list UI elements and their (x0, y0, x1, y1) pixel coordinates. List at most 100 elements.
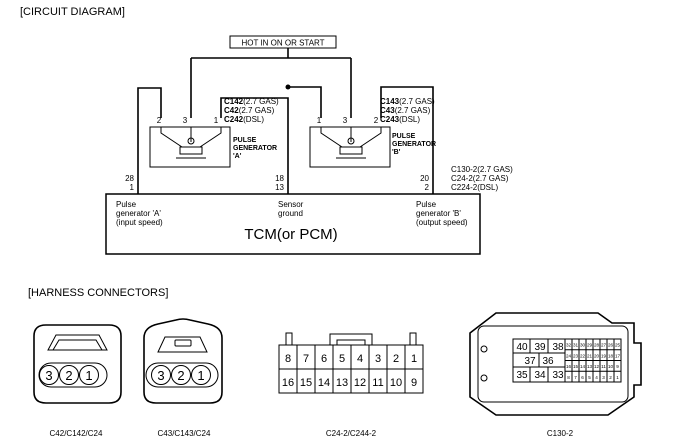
connector-c42-latch-inner (52, 339, 103, 351)
connector-c42-pin: 1 (85, 368, 92, 383)
connector-c43-pin: 3 (157, 368, 164, 383)
pulse-generator-a-pin: 1 (214, 116, 219, 125)
connector-c24-2-pin: 6 (321, 353, 327, 365)
pulse-generator-b-lead-2 (359, 127, 382, 148)
connector-c24-2-pin: 15 (300, 377, 312, 389)
connector-c43-key (174, 339, 192, 347)
connector-c130-2-small-pin: 9 (616, 364, 619, 369)
signal-wire-gen-b (380, 86, 434, 194)
connector-c24-2-pin: 2 (393, 353, 399, 365)
pulse-generator-b: 1 3 2 PULSE GENERATOR 'B' C143(2.7 GAS) … (309, 97, 436, 168)
pulse-generator-a-coil-icon (179, 146, 203, 155)
tcm-pin-a: 28 (125, 174, 134, 183)
connector-c24-2-pin: 8 (285, 353, 291, 365)
tcm-pin-b: 20 (420, 174, 429, 183)
connector-c130-2-pin: 35 (516, 370, 528, 381)
connector-c130-2-pin: 36 (542, 356, 554, 367)
tcm-pin-a: 1 (130, 183, 135, 192)
ground-wire-gen-b (288, 86, 322, 118)
pulse-generator-a-lead-2 (160, 127, 183, 148)
connector-c130-2-small-pin: 24 (566, 353, 572, 358)
connector-c130-2-small-pin: 20 (594, 353, 600, 358)
connector-c130-2-pin: 40 (516, 342, 528, 353)
connector-c130-2-small-pin: 29 (587, 343, 593, 348)
tcm-pin-ground: 13 (275, 183, 284, 192)
pulse-generator-a-sensor-icon (187, 137, 195, 145)
connector-c130-2-boss (480, 345, 488, 353)
pulse-generator-a-label: 'A' (233, 153, 242, 160)
tcm-connector-note: C224-2(DSL) (451, 183, 498, 192)
tcm-label-b: generator 'B' (416, 209, 461, 218)
tcm-title: TCM(or PCM) (244, 226, 337, 243)
connector-c24-2-tab (285, 332, 293, 346)
connector-c42-pin: 3 (45, 368, 52, 383)
connector-c130-2-pin: 33 (552, 370, 564, 381)
connector-c42-caption: C42/C142/C24 (50, 429, 103, 438)
connector-c130-2-small-pin: 3 (602, 375, 605, 380)
connector-c43: 3 2 1 C43/C143/C24 (143, 318, 223, 438)
pulse-generator-a-connector: C242(DSL) (224, 115, 264, 124)
connector-c130-2-pin: 37 (524, 356, 536, 367)
connector-c24-2-latch (329, 333, 373, 345)
connector-c43-caption: C43/C143/C24 (158, 429, 211, 438)
connector-c42-latch (47, 334, 108, 351)
connector-c130-2-small-pin: 11 (601, 364, 606, 369)
connector-c130-2-small-pin: 5 (588, 375, 591, 380)
connector-c130-2-small-pin: 17 (615, 353, 621, 358)
connector-c43-pin: 2 (177, 368, 184, 383)
connector-c24-2-pin: 9 (411, 377, 417, 389)
pulse-generator-a-connector: C42(2.7 GAS) (224, 106, 275, 115)
connector-c130-2-small-pin: 15 (573, 364, 579, 369)
tcm-label-b: (output speed) (416, 218, 468, 227)
connector-c130-2-small-pin: 31 (573, 343, 579, 348)
pulse-generator-a-label: GENERATOR (233, 145, 277, 152)
pulse-generator-b-coil-icon (339, 146, 363, 155)
connector-c24-2-caption: C24-2/C244-2 (326, 429, 377, 438)
connector-c24-2-pin: 5 (339, 353, 345, 365)
tcm-connector-note: C130-2(2.7 GAS) (451, 165, 513, 174)
connector-c43-pin: 1 (197, 368, 204, 383)
connector-c130-2-pin: 38 (552, 342, 564, 353)
pulse-generator-b-pin: 2 (374, 116, 379, 125)
connector-c130-2-small-pin: 28 (594, 343, 600, 348)
connector-c130-2-small-pin: 26 (608, 343, 614, 348)
connector-c130-2-small-pin: 14 (580, 364, 586, 369)
connector-c130-2-small-pin: 30 (580, 343, 586, 348)
tcm-label-a: (input speed) (116, 218, 163, 227)
ground-wire-gen-a (220, 97, 289, 194)
connector-c130-2-pin: 34 (534, 370, 546, 381)
tcm-label-ground: Sensor (278, 200, 304, 209)
connector-c42-pin: 2 (65, 368, 72, 383)
connector-c130-2-small-pin: 12 (594, 364, 600, 369)
connector-c130-2-small-pin: 19 (601, 353, 607, 358)
connector-c130-2-small-pin: 18 (608, 353, 614, 358)
pulse-generator-a: 2 3 1 PULSE GENERATOR 'A' C142(2.7 GAS) … (149, 97, 279, 168)
pulse-generator-a-pin: 3 (183, 116, 188, 125)
pulse-generator-a-label: PULSE (233, 137, 257, 144)
pulse-generator-a-lead-1 (199, 127, 222, 148)
connector-c24-2-pin: 10 (390, 377, 402, 389)
power-label-text: HOT IN ON OR START (241, 39, 324, 48)
tcm-label-b: Pulse (416, 200, 437, 209)
connector-c130-2-housing (469, 312, 642, 416)
connector-c24-2-pin: 4 (357, 353, 363, 365)
connector-c42-housing (33, 324, 122, 404)
circuit-section-title: [CIRCUIT DIAGRAM] (20, 6, 125, 18)
connector-c24-2-latch-inner (336, 339, 366, 345)
tcm-label-a: Pulse (116, 200, 137, 209)
connector-c130-2-caption: C130-2 (547, 429, 574, 438)
pulse-generator-b-pin: 1 (317, 116, 322, 125)
connector-c130-2-boss (480, 374, 488, 382)
pulse-generator-b-label: PULSE (392, 133, 416, 140)
connector-c130-2-small-pin: 8 (567, 375, 570, 380)
tcm-connector-note: C24-2(2.7 GAS) (451, 174, 509, 183)
connector-c130-2-pin: 39 (534, 342, 546, 353)
tcm-label-ground: ground (278, 209, 303, 218)
pulse-generator-a-pin: 2 (157, 116, 162, 125)
connector-c24-2-pin: 7 (303, 353, 309, 365)
wiring (137, 48, 434, 194)
connector-c130-2-small-pin: 10 (608, 364, 614, 369)
